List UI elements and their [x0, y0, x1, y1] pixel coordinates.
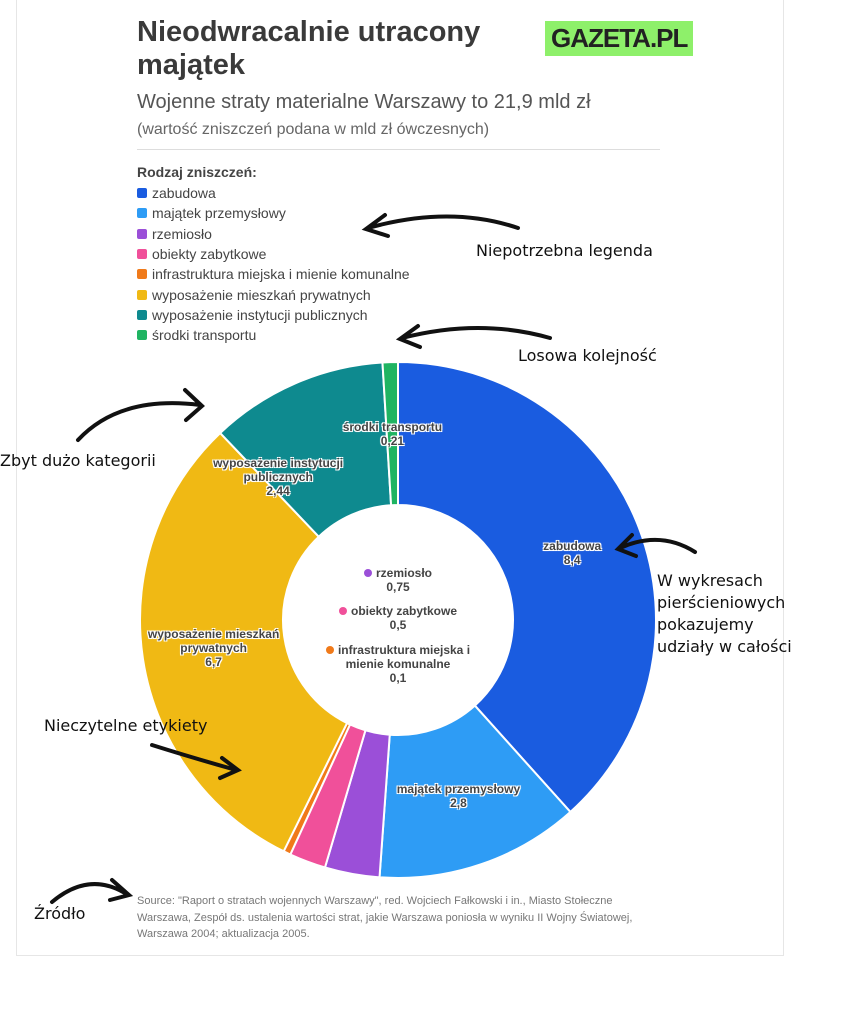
legend-swatch — [137, 309, 147, 320]
legend-label: majątek przemysłowy — [152, 205, 286, 222]
slice-value-label: 8,4 — [563, 553, 581, 568]
legend-swatch — [137, 228, 147, 239]
chart-card — [16, 0, 784, 956]
legend: Rodzaj zniszczeń: zabudowa majątek przemy… — [137, 164, 410, 345]
slice-value-label: 0,21 — [380, 433, 405, 448]
legend-swatch — [137, 188, 147, 199]
donut-slice — [397, 360, 657, 814]
legend-swatch — [137, 269, 147, 280]
chart-subtitle: Wojenne straty materialne Warszawy to 21… — [137, 91, 591, 113]
legend-item: zabudowa — [137, 183, 410, 203]
slice-value-label: 0,75 — [386, 580, 410, 594]
slice-color-dot — [325, 646, 334, 654]
slice-category-label: środki transportu — [342, 419, 443, 434]
slice-category-label: wyposażenie mieszkań prywatnych — [147, 626, 280, 655]
donut-slice — [139, 431, 349, 853]
annotation-order: Losowa kolejność — [518, 346, 657, 365]
legend-swatch — [137, 330, 147, 341]
donut-slice — [381, 360, 399, 507]
arrow-legend — [361, 213, 520, 238]
chart-title: Nieodwracalnie utracony majątek — [137, 16, 481, 81]
arrow-whole — [614, 533, 697, 558]
slice-value-label: 2,44 — [266, 484, 290, 499]
legend-label: zabudowa — [152, 185, 216, 202]
slice-category-label: majątek przemysłowy — [396, 782, 521, 797]
legend-swatch — [137, 208, 147, 219]
slice-value-label: 6,7 — [205, 654, 222, 669]
legend-item: wyposażenie instytucji publicznych — [137, 305, 410, 325]
slice-category-label: zabudowa — [543, 539, 602, 554]
slice-value-label: 2,8 — [450, 796, 467, 811]
slice-value-label: 0,1 — [389, 671, 407, 685]
legend-item: środki transportu — [137, 325, 410, 345]
legend-swatch — [137, 249, 147, 260]
legend-label: rzemiosło — [152, 225, 212, 242]
annotation-categories: Zbyt dużo kategorii — [0, 451, 156, 470]
legend-title: Rodzaj zniszczeń: — [137, 164, 257, 180]
slice-color-dot — [338, 607, 347, 615]
legend-label: środki transportu — [152, 327, 257, 344]
arrow-order — [395, 324, 552, 349]
slice-category-label: rzemiosło — [363, 566, 432, 580]
arrow-categories — [76, 388, 205, 442]
slice-value-label: 0,5 — [389, 618, 407, 632]
divider — [137, 149, 660, 150]
legend-label: wyposażenie instytucji publicznych — [152, 306, 368, 323]
annotation-arrows — [50, 213, 697, 904]
annotation-legend: Niepotrzebna legenda — [476, 241, 653, 260]
source-note: Source: "Raport o stratach wojennych War… — [137, 895, 633, 940]
legend-label: obiekty zabytkowe — [152, 246, 267, 263]
gazeta-logo: GAZETA.PL — [545, 21, 694, 56]
chart-note: (wartość zniszczeń podana w mld zł ówcze… — [137, 121, 490, 138]
annotation-source: Źródło — [34, 904, 86, 923]
slice-color-dot — [363, 569, 372, 577]
arrow-labels — [150, 743, 242, 780]
legend-item: rzemiosło — [137, 224, 410, 244]
legend-item: infrastruktura miejska i mienie komunaln… — [137, 264, 410, 284]
legend-item: wyposażenie mieszkań prywatnych — [137, 284, 410, 304]
donut-slice — [378, 704, 572, 879]
legend-item: obiekty zabytkowe — [137, 244, 410, 264]
legend-label: wyposażenie mieszkań prywatnych — [152, 286, 371, 303]
slice-label: infrastruktura miejska i mienie komunaln… — [313, 643, 483, 685]
slice-category-label: wyposażenie instytucji publicznych — [213, 456, 344, 485]
arrow-source — [50, 878, 134, 904]
legend-item: majątek przemysłowy — [137, 203, 410, 223]
legend-swatch — [137, 289, 147, 300]
annotation-labels: Nieczytelne etykiety — [44, 716, 208, 735]
slice-category-label: infrastruktura miejska i mienie komunaln… — [313, 643, 483, 671]
slice-category-label: obiekty zabytkowe — [338, 604, 457, 618]
legend-label: infrastruktura miejska i mienie komunaln… — [152, 266, 410, 283]
annotation-whole: W wykresach pierścieniowych pokazujemy u… — [657, 571, 792, 656]
